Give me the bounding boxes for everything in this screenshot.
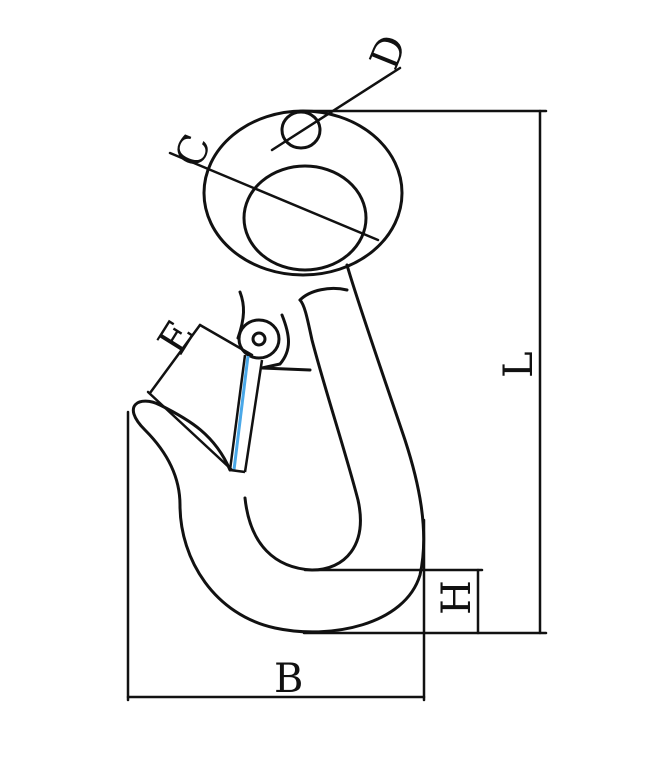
latch-housing <box>260 313 312 372</box>
eye-outer-ring <box>202 109 404 277</box>
hook-body <box>131 263 426 634</box>
latch-left-edge <box>228 354 247 471</box>
label-d: D <box>362 29 417 76</box>
dimension-lines <box>126 66 548 702</box>
dimension-d-line <box>270 66 402 152</box>
safety-latch <box>228 318 281 474</box>
label-h: H <box>434 580 480 615</box>
hook-neck-right <box>298 286 349 302</box>
latch-highlight <box>232 355 250 471</box>
latch-pivot-inner <box>251 331 267 347</box>
dimension-labels: B C D E H L <box>149 29 542 702</box>
eye-ring <box>202 109 404 277</box>
label-b: B <box>274 656 303 702</box>
eye-inner-hole <box>242 164 368 272</box>
latch-pivot-outer <box>237 318 281 360</box>
dimension-c-line <box>168 151 380 242</box>
dimension-e-line <box>148 323 202 395</box>
hook-outer-contour <box>131 263 426 634</box>
label-l: L <box>496 351 542 378</box>
hook-inner-throat <box>243 298 362 572</box>
e-extension-lower <box>146 390 234 472</box>
latch-right-edge <box>243 359 264 473</box>
label-e: E <box>149 313 203 362</box>
label-c: C <box>167 128 221 174</box>
e-extension-upper <box>198 323 254 357</box>
